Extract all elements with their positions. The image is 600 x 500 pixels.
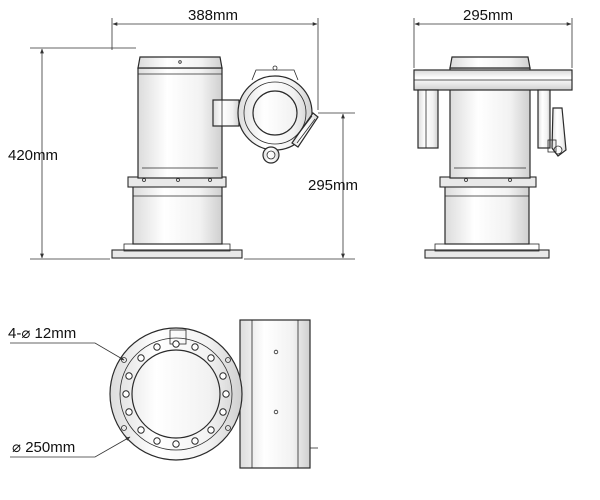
side-right-bracket — [537, 89, 551, 149]
side-view: 295mm — [413, 7, 573, 259]
front-top-cap — [137, 56, 223, 69]
dim-base-diameter: ⌀ 250mm — [12, 439, 75, 456]
dim-mount-holes: 4-⌀ 12mm — [8, 325, 76, 342]
bottom-head-top-view — [239, 319, 311, 469]
side-base-plate — [424, 249, 550, 259]
front-view: 388mm 420mm 295mm — [8, 7, 358, 260]
side-pedestal — [444, 185, 530, 245]
front-lens-window — [252, 90, 298, 136]
dim-front-height: 420mm — [8, 147, 58, 164]
mount-hole — [225, 357, 231, 363]
front-arm — [212, 99, 240, 127]
dim-front-head-height: 295mm — [308, 177, 358, 194]
side-wiper — [551, 107, 567, 157]
bottom-center-opening — [131, 349, 221, 439]
side-left-bracket — [417, 89, 439, 149]
dim-front-width: 388mm — [188, 7, 238, 24]
front-housing — [137, 67, 223, 179]
front-base-plate — [111, 249, 243, 259]
bottom-bolts — [122, 340, 230, 448]
front-lens-boss — [262, 146, 280, 164]
mount-hole — [121, 425, 127, 431]
front-pedestal — [132, 185, 223, 245]
mount-hole — [225, 425, 231, 431]
bottom-view: 4-⌀ 12mm ⌀ 250mm — [8, 319, 318, 469]
front-wiper — [291, 112, 319, 148]
bottom-flange — [109, 327, 243, 461]
dim-side-width: 295mm — [463, 7, 513, 24]
